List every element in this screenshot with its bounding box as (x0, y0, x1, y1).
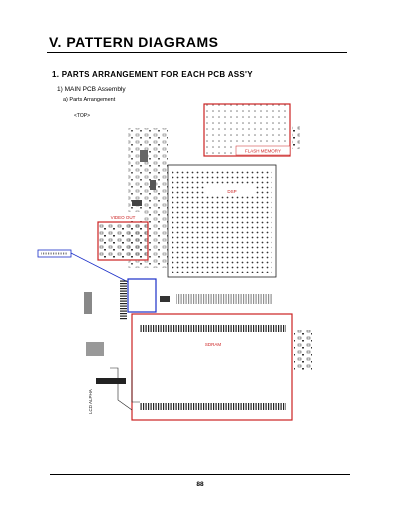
flash-memory-label: FLASH MEMORY (245, 149, 281, 154)
video-out-label: VIDEO OUT (111, 215, 136, 220)
footer-rule (50, 474, 350, 475)
title-rule (47, 52, 347, 53)
video-out-block (97, 212, 149, 261)
capacitor-row (160, 294, 272, 304)
connector-pins (120, 280, 127, 320)
dsp-block (167, 164, 277, 278)
connector-callout (37, 249, 157, 313)
section-heading: 1. PARTS ARRANGEMENT FOR EACH PCB ASS'Y (52, 70, 253, 79)
sdram-block (131, 313, 293, 421)
left-component (84, 292, 92, 314)
lcd-alpha-side-text: LCD ALPHA (88, 389, 93, 414)
dsp-label: DSP (227, 189, 236, 194)
sdram-label: SDRAM (205, 342, 222, 347)
flash-memory-block (203, 103, 291, 157)
lcd-connector (96, 378, 126, 384)
page-number: 88 (196, 481, 204, 488)
board-traces (110, 367, 140, 411)
left-component-2 (86, 342, 104, 356)
view-label: <TOP> (74, 113, 91, 119)
flash-side-parts (292, 125, 300, 149)
subsubsection-heading: a) Parts Arrangement (63, 97, 116, 103)
right-side-parts (294, 330, 312, 370)
page-title: V. PATTERN DIAGRAMS (49, 34, 219, 50)
subsection-heading: 1) MAIN PCB Assembly (57, 86, 126, 93)
